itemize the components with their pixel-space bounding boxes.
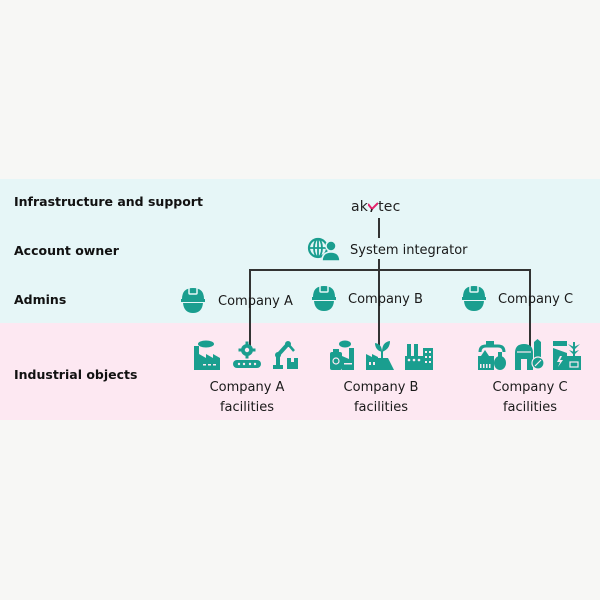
hard-hat-icon <box>312 284 336 311</box>
connector-horizontal <box>249 269 531 271</box>
company-c-facilities-label: Company C facilities <box>470 378 590 418</box>
company-b-label: Company B <box>348 292 423 307</box>
facilities-label-line2: facilities <box>219 400 274 415</box>
connector-company-c <box>529 269 531 347</box>
connector-company-b <box>378 269 380 347</box>
band-infrastructure-admins <box>0 179 600 323</box>
connector-logo-integrator <box>378 218 380 238</box>
refinery-icon <box>478 341 506 370</box>
logo-text-right: tec <box>378 199 401 215</box>
conveyor-gear-icon <box>233 341 261 368</box>
robot-arm-icon <box>273 341 298 369</box>
silo-farm-icon <box>515 339 544 370</box>
facilities-label-line1: Company C <box>492 380 568 395</box>
facilities-label-line2: facilities <box>353 400 408 415</box>
row-label-account-owner: Account owner <box>14 243 119 258</box>
company-a-label: Company A <box>218 294 293 309</box>
system-integrator-label: System integrator <box>350 243 468 258</box>
row-label-admins: Admins <box>14 292 67 307</box>
factory-icon <box>194 340 220 370</box>
company-c-label: Company C <box>498 292 574 307</box>
green-energy-icon <box>553 341 581 370</box>
row-label-infrastructure: Infrastructure and support <box>14 194 203 209</box>
eco-factory-icon <box>366 341 394 370</box>
logo-mark-icon <box>368 202 379 212</box>
company-b-facilities-label: Company B facilities <box>321 378 441 418</box>
facilities-label-line2: facilities <box>502 400 557 415</box>
power-plant-icon <box>405 344 433 370</box>
facilities-label-line1: Company A <box>209 380 285 395</box>
connector-integrator-down <box>378 259 380 270</box>
hard-hat-icon <box>462 284 486 311</box>
row-label-industrial-objects: Industrial objects <box>14 367 138 382</box>
band-industrial-objects <box>0 323 600 420</box>
globe-user-icon <box>307 237 341 261</box>
company-a-facilities-label: Company A facilities <box>187 378 307 418</box>
connector-company-a <box>249 269 251 347</box>
facilities-label-line1: Company B <box>343 380 419 395</box>
chemical-plant-icon <box>330 340 354 370</box>
logo-text-left: ak <box>351 199 369 215</box>
hard-hat-icon <box>181 286 205 313</box>
